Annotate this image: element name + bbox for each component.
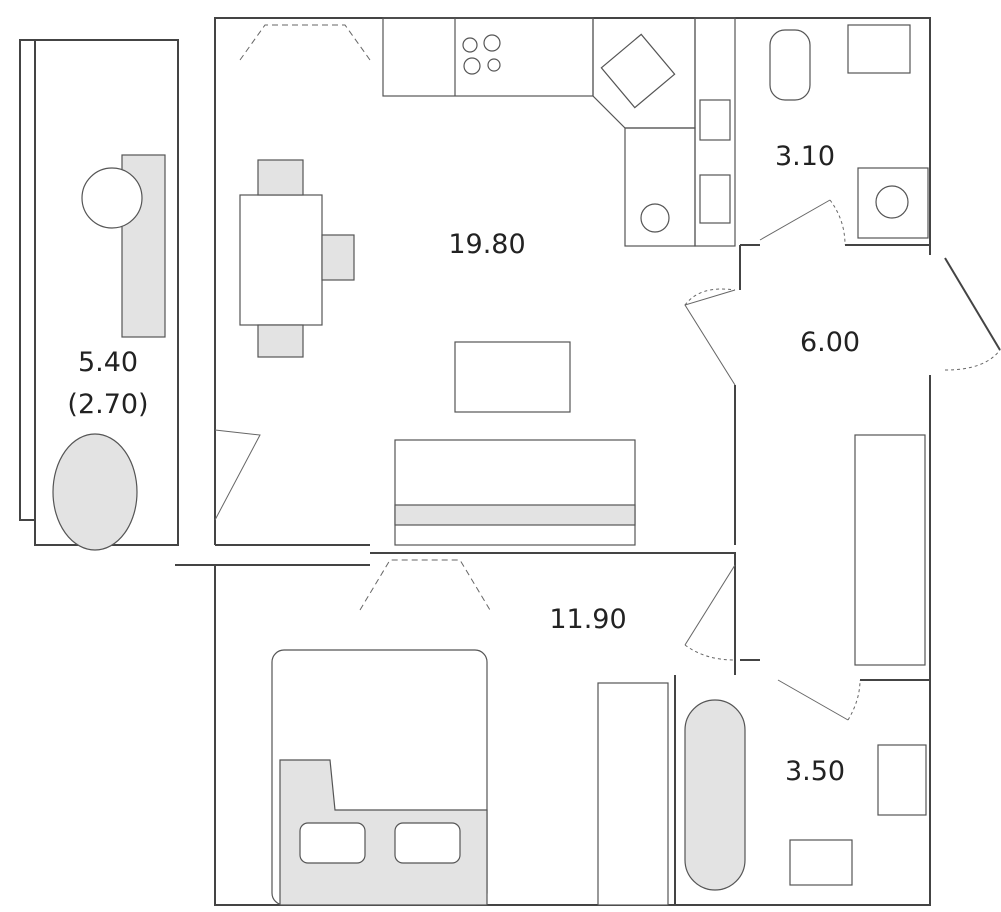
room-area-balcony-reduced: (2.70) xyxy=(67,389,149,420)
furniture xyxy=(52,24,929,906)
doors xyxy=(214,24,1001,721)
room-area-bedroom: 11.90 xyxy=(549,604,627,635)
room-area-balcony: 5.40 xyxy=(77,347,139,378)
room-area-bathroom: 3.50 xyxy=(784,756,846,787)
room-area-living-kitchen: 19.80 xyxy=(448,229,526,260)
kitchen xyxy=(382,17,736,247)
room-area-toilet: 3.10 xyxy=(774,141,836,172)
room-area-hall: 6.00 xyxy=(799,327,861,358)
walls xyxy=(19,17,1001,906)
